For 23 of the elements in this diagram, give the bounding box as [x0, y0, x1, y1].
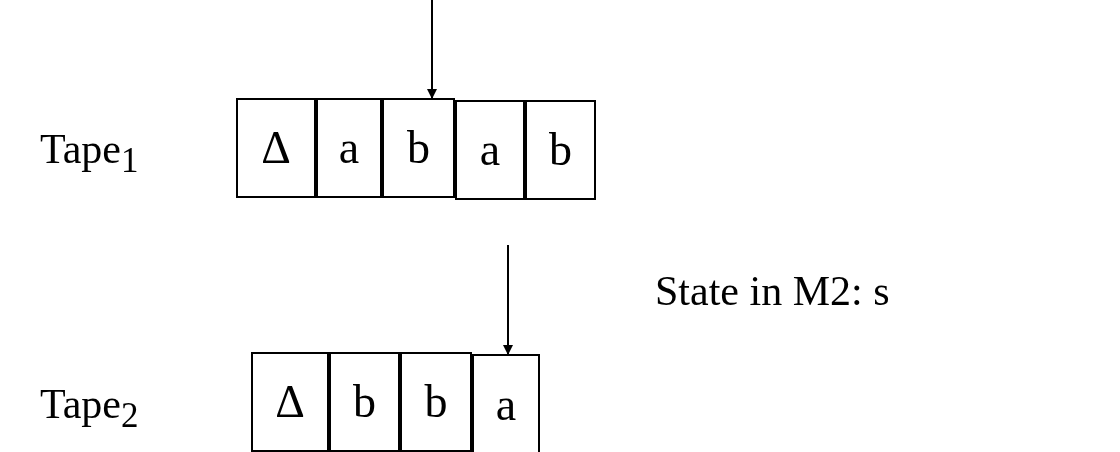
head-arrow: [427, 0, 437, 99]
tape-symbol: b: [549, 127, 572, 173]
tape-symbol: a: [495, 382, 517, 428]
tape-cell: [382, 98, 455, 198]
tape-label: Tape$_{1}$: [40, 128, 139, 179]
tape-cell: [525, 100, 596, 200]
tape-symbol: Δ: [275, 379, 305, 425]
tape-label: Tape$_{2}$: [40, 383, 139, 434]
head-arrow: [503, 244, 513, 355]
state-label: State in M2: s: [655, 270, 890, 312]
tape-cell: [236, 98, 316, 198]
tape-cell: [251, 352, 329, 452]
tape-symbol: Δ: [261, 125, 291, 171]
tape-cell: [400, 352, 472, 452]
tape-symbol: b: [353, 379, 376, 425]
tape-cell: [472, 354, 540, 452]
tape-cell: [455, 100, 525, 200]
tape-symbol: b: [407, 125, 430, 171]
tape-cell: [316, 98, 382, 198]
tape-cell: [329, 352, 400, 452]
tape-symbol: a: [338, 125, 360, 171]
tape-symbol: b: [424, 379, 448, 425]
tape-symbol: a: [479, 127, 501, 173]
